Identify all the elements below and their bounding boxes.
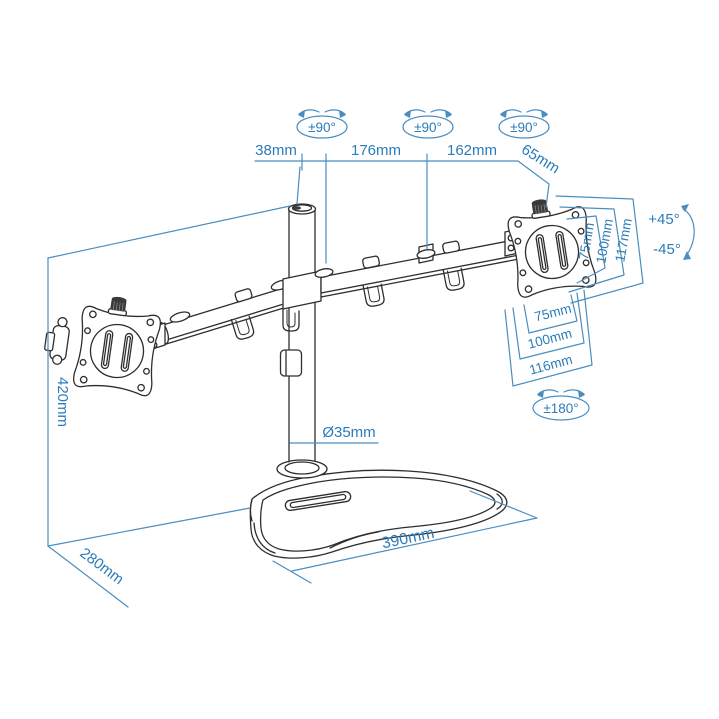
rotation-arrow-icon — [578, 390, 585, 398]
arm-top-tab — [234, 288, 253, 303]
center-pole — [279, 203, 317, 463]
arm-offset-label: 38mm — [255, 142, 297, 159]
pole-diameter-dimension: Ø35mm — [289, 424, 379, 444]
swivel-range-left: ±90° — [296, 109, 348, 139]
left-arm — [156, 279, 292, 346]
arm-top-tab — [442, 240, 460, 254]
swivel-left-label: ±90° — [308, 120, 336, 135]
base-depth-label: 280mm — [77, 545, 127, 589]
left-plate-clamp — [44, 316, 70, 365]
rotation-arrow-icon — [298, 110, 305, 118]
arm-joint-cap — [416, 249, 436, 259]
pole-clamp — [282, 270, 322, 332]
cable-clip — [442, 267, 465, 291]
vesa-width-75-label: 75mm — [533, 301, 573, 325]
arm-segment-outer-label: 162mm — [447, 142, 497, 159]
left-vesa-plate — [44, 291, 166, 398]
rotation-arrow-icon — [339, 110, 346, 118]
swivel-center-label: ±90° — [414, 120, 442, 135]
monitor-rotation-range: ±180° — [532, 389, 590, 421]
arm-joint-cap — [169, 311, 191, 323]
pole-base-boss — [276, 459, 328, 479]
tilt-down-label: -45° — [653, 241, 681, 258]
rotation-arrow-icon — [541, 110, 548, 118]
stand-height-label: 420mm — [54, 377, 71, 427]
vesa-height-75-label: 75mm — [576, 221, 597, 261]
tilt-up-label: +45° — [648, 211, 679, 228]
right-vesa-plate — [504, 192, 598, 299]
arm-top-tab — [362, 255, 380, 269]
tilt-arrow-icon — [681, 204, 689, 212]
pole-cable-clip — [279, 349, 303, 377]
tilt-range: +45° -45° — [648, 204, 695, 260]
monitor-rotation-label: ±180° — [543, 401, 578, 416]
base-plate — [249, 459, 508, 559]
stand-height-dimension: 420mm — [47, 205, 291, 547]
rotation-arrow-icon — [537, 390, 544, 398]
vesa-horizontal-dimensions: 75mm 100mm 116mm — [504, 289, 593, 387]
cable-clip — [230, 315, 255, 340]
pole-top-cap — [287, 203, 317, 215]
base-depth-dimension: 280mm — [47, 507, 251, 608]
swivel-range-right: ±90° — [498, 109, 550, 139]
arm-joint-cap — [314, 268, 334, 278]
tilt-arrow-icon — [683, 251, 691, 260]
right-arm — [314, 233, 524, 307]
monitor-stand-line-art — [44, 192, 598, 559]
rotation-arrow-icon — [404, 110, 411, 118]
head-offset-label: 65mm — [518, 141, 562, 178]
swivel-range-center: ±90° — [402, 109, 454, 139]
cable-clip — [362, 283, 385, 307]
rotation-arrow-icon — [445, 110, 452, 118]
cable-clip — [282, 307, 300, 332]
pole-diameter-label: Ø35mm — [322, 424, 375, 441]
arm-segment-inner-label: 176mm — [351, 142, 401, 159]
swivel-right-label: ±90° — [510, 120, 538, 135]
rotation-arrow-icon — [500, 110, 507, 118]
base-handle-slot — [284, 490, 352, 512]
